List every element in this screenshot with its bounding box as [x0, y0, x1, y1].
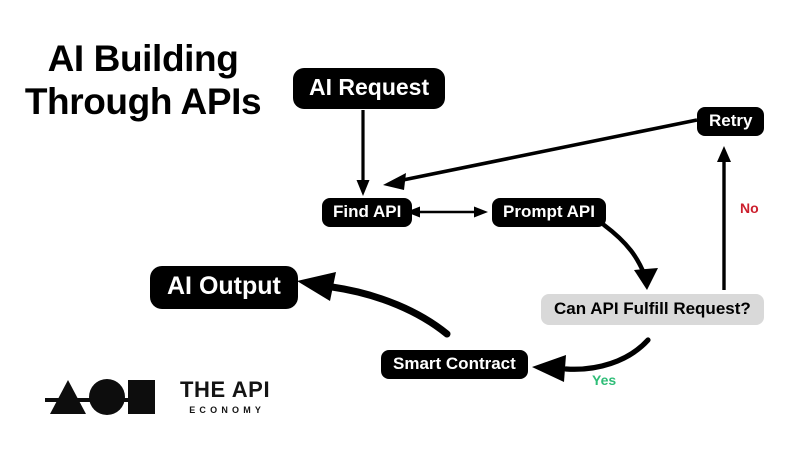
node-ai-request[interactable]: AI Request — [293, 68, 446, 109]
node-smart-contract-label: Smart Contract — [393, 354, 516, 373]
node-retry-label: Retry — [709, 111, 753, 130]
node-ai-output-label: AI Output — [167, 272, 281, 300]
logo-mark-icon — [45, 379, 155, 415]
edge-label-yes: Yes — [592, 372, 617, 388]
edge-decision-to-smart-contract — [532, 337, 651, 382]
edge-find-api-prompt-api — [406, 206, 488, 218]
node-prompt-api-label: Prompt API — [503, 202, 595, 221]
node-decision-label: Can API Fulfill Request? — [554, 299, 751, 318]
logo-triangle-icon — [50, 380, 86, 414]
node-decision-can-api-fulfill-request[interactable]: Can API Fulfill Request? — [541, 294, 764, 325]
edge-retry-to-find-api — [383, 118, 698, 190]
edge-ai-request-to-find-api — [356, 110, 370, 196]
logo-wordmark: THE API ECONOMY — [180, 379, 270, 415]
edge-smart-contract-to-ai-output — [297, 272, 451, 338]
logo-title: THE API — [180, 377, 271, 402]
edge-prompt-api-to-decision — [601, 222, 658, 290]
node-ai-request-label: AI Request — [309, 74, 430, 100]
logo-circle-icon — [89, 379, 125, 415]
node-find-api-label: Find API — [333, 202, 402, 221]
node-smart-contract[interactable]: Smart Contract — [381, 350, 528, 379]
node-find-api[interactable]: Find API — [322, 198, 413, 227]
logo-square-icon — [128, 380, 155, 414]
logo-subtitle: ECONOMY — [189, 405, 266, 415]
node-ai-output[interactable]: AI Output — [150, 266, 298, 309]
edge-label-no: No — [740, 200, 759, 216]
brand-logo: THE API ECONOMY — [45, 374, 270, 420]
edge-decision-to-retry — [717, 146, 731, 290]
node-retry[interactable]: Retry — [697, 107, 765, 136]
node-prompt-api[interactable]: Prompt API — [492, 198, 606, 227]
page-title: AI Building Through APIs — [24, 38, 262, 122]
